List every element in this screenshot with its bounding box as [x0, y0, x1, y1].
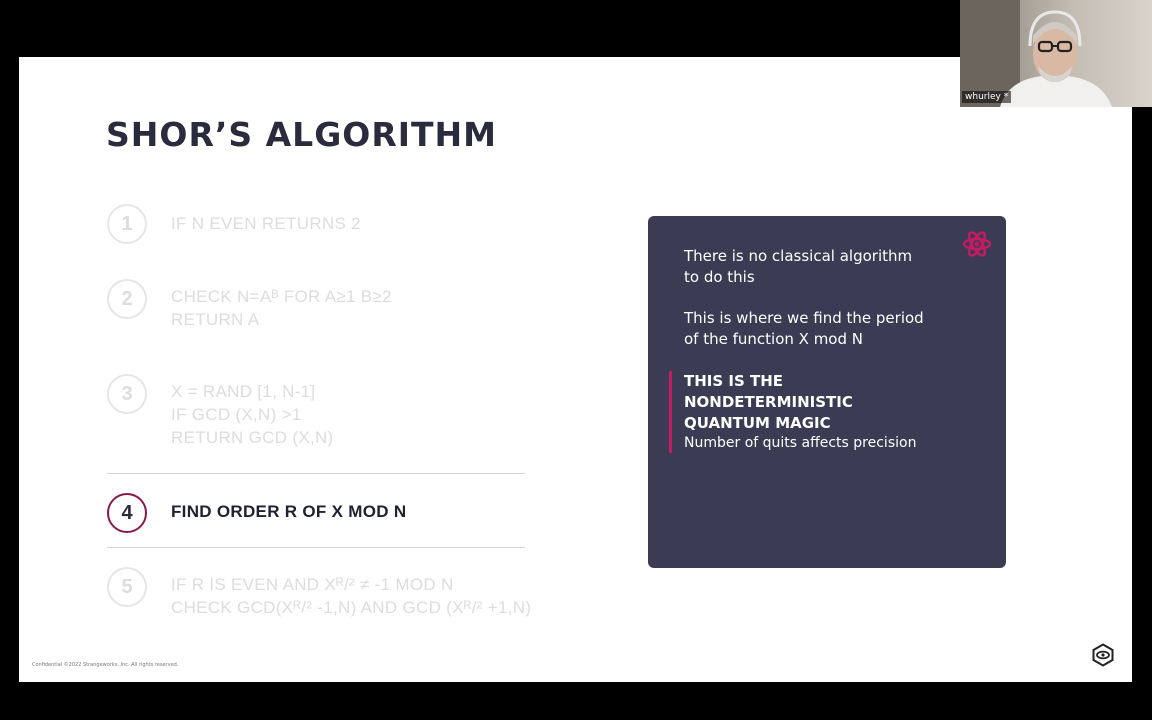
participant-name: whurley * — [962, 91, 1012, 103]
step-line: RETURN A — [171, 310, 260, 329]
webcam-video[interactable]: whurley * — [960, 0, 1152, 107]
step-text: IF N EVEN RETURNS 2 — [171, 212, 591, 235]
strangeworks-logo-icon — [1092, 643, 1114, 667]
card-paragraph-1: There is no classical algorithm to do th… — [684, 246, 974, 288]
card-note: Number of quits affects precision — [684, 435, 917, 451]
card-paragraph-2: This is where we find the period of the … — [684, 308, 974, 350]
step-text: X = RAND [1, N-1] IF GCD (X,N) >1 RETURN… — [171, 380, 591, 449]
card-line: to do this — [684, 268, 755, 286]
step-number: 2 — [107, 279, 147, 319]
step-number: 1 — [107, 204, 147, 244]
step-line: IF R IS EVEN AND Xᴿ/² ≠ -1 MOD N — [171, 575, 454, 594]
card-line: NONDETERMINISTIC — [684, 393, 853, 411]
card-line: of the function X mod N — [684, 330, 863, 348]
step-text: FIND ORDER R OF X MOD N — [171, 500, 591, 523]
step-line: IF N EVEN RETURNS 2 — [171, 214, 361, 233]
step-line: X = RAND [1, N-1] — [171, 382, 316, 401]
card-line: This is where we find the period — [684, 309, 924, 327]
info-card: There is no classical algorithm to do th… — [648, 216, 1006, 568]
step-text: IF R IS EVEN AND Xᴿ/² ≠ -1 MOD N CHECK G… — [171, 573, 591, 619]
atom-icon — [962, 231, 992, 257]
participant-video-icon — [960, 0, 1112, 107]
slide-title: SHOR’S ALGORITHM — [106, 115, 498, 154]
step-text: CHECK N=Aᴮ FOR A≥1 B≥2 RETURN A — [171, 285, 591, 331]
card-line: THIS IS THE — [684, 372, 784, 390]
step-line: IF GCD (X,N) >1 — [171, 405, 302, 424]
step-number: 5 — [107, 567, 147, 607]
step-line: RETURN GCD (X,N) — [171, 428, 334, 447]
divider — [107, 473, 525, 474]
accent-bar — [669, 371, 672, 453]
divider — [107, 547, 525, 548]
step-number: 4 — [107, 493, 147, 533]
card-line: There is no classical algorithm — [684, 247, 913, 265]
presentation-slide: SHOR’S ALGORITHM 1 IF N EVEN RETURNS 2 2… — [19, 57, 1132, 682]
card-highlight: THIS IS THE NONDETERMINISTIC QUANTUM MAG… — [684, 371, 974, 453]
step-line: CHECK N=Aᴮ FOR A≥1 B≥2 — [171, 287, 392, 306]
card-line: QUANTUM MAGIC — [684, 414, 831, 432]
step-number: 3 — [107, 374, 147, 414]
step-line: FIND ORDER R OF X MOD N — [171, 502, 407, 521]
confidential-footer: Confidential ©2022 Strangeworks, Inc. Al… — [32, 662, 179, 668]
step-line: CHECK GCD(Xᴿ/² -1,N) AND GCD (Xᴿ/² +1,N) — [171, 598, 532, 617]
